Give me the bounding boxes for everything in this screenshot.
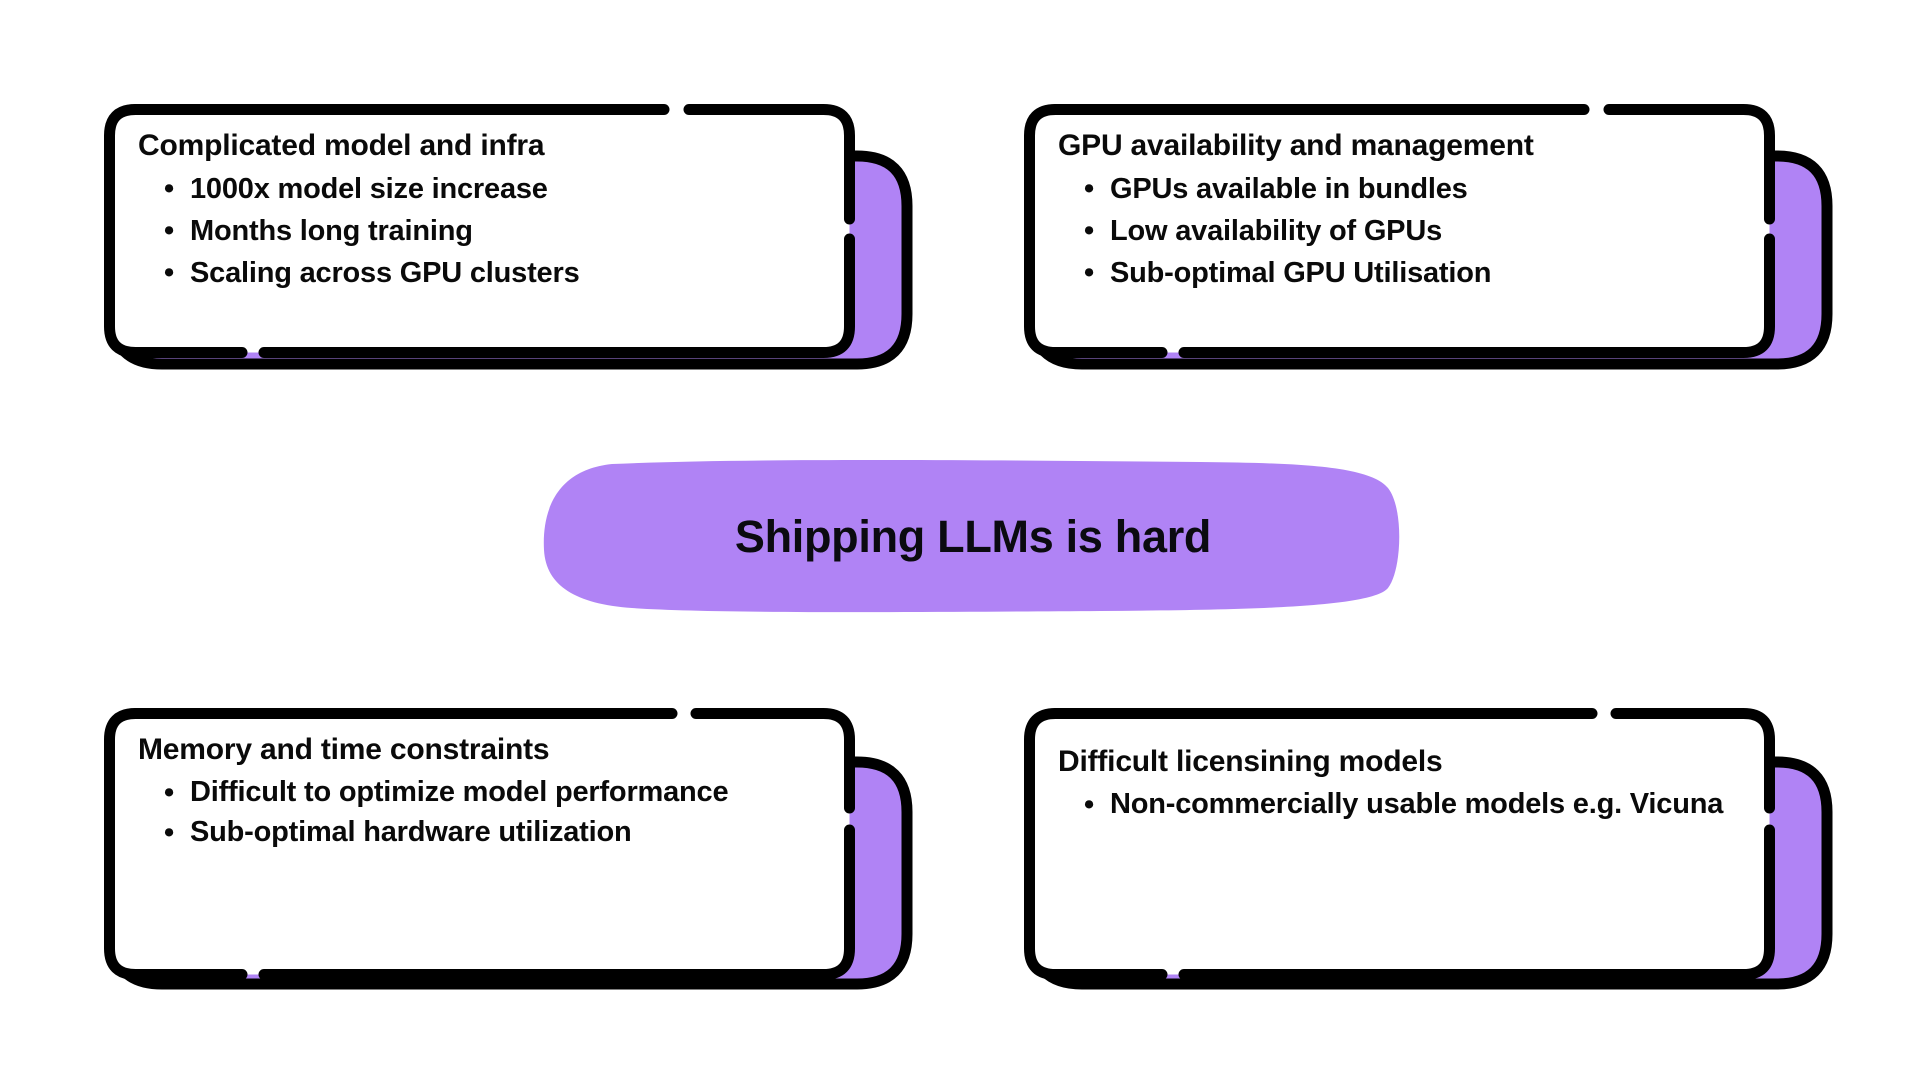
card-content: GPU availability and management • GPUs av… (1024, 104, 1769, 352)
bullet-icon: • (164, 215, 174, 248)
list-item-label: Months long training (190, 215, 473, 248)
card-frame-graphic (1024, 708, 1833, 990)
card-frame-graphic (104, 708, 913, 990)
bullet-icon: • (1084, 257, 1094, 290)
list-item: • Non-commercially usable models e.g. Vic… (1058, 785, 1739, 824)
list-item: • Difficult to optimize model performance (138, 773, 819, 812)
bullet-icon: • (164, 257, 174, 290)
card-stroke-left (1024, 708, 1168, 980)
list-item: • 1000x model size increase (138, 169, 819, 209)
card-title: GPU availability and management (1058, 129, 1534, 162)
list-item-label: Low availability of GPUs (1110, 215, 1442, 248)
banner-blob-shape (543, 460, 1400, 613)
card-bullet-list: • Difficult to optimize model performance… (138, 773, 819, 852)
bullet-icon: • (1084, 215, 1094, 248)
card-difficult-licensining-models[interactable]: Difficult licensining models • Non-commer… (1024, 708, 1844, 990)
card-face (1029, 109, 1770, 353)
list-item: • Sub-optimal hardware utilization (138, 813, 819, 852)
card-frame-graphic (104, 104, 913, 370)
card-gpu-availability-and-management[interactable]: GPU availability and management • GPUs av… (1024, 104, 1844, 370)
list-item: • Sub-optimal GPU Utilisation (1058, 253, 1739, 293)
card-bullet-list: • GPUs available in bundles • Low availabi… (1058, 169, 1739, 295)
list-item: • Months long training (138, 211, 819, 251)
card-face (109, 713, 850, 975)
bullet-icon: • (164, 173, 174, 206)
card-complicated-model-and-infra[interactable]: Complicated model and infra • 1000x model… (104, 104, 924, 370)
card-frame-graphic (1024, 104, 1833, 370)
card-face (109, 109, 850, 353)
card-memory-and-time-constraints[interactable]: Memory and time constraints • Difficult t… (104, 708, 924, 990)
list-item-label: GPUs available in bundles (1110, 173, 1468, 206)
card-bullet-list: • 1000x model size increase • Months long … (138, 169, 819, 295)
card-content: Difficult licensining models • Non-commer… (1024, 708, 1769, 974)
card-stroke-top-b (1603, 104, 1775, 225)
banner-fill (543, 460, 1400, 613)
card-stroke-top-b (683, 104, 855, 225)
card-stroke-left (1024, 104, 1168, 358)
list-item-label: Sub-optimal GPU Utilisation (1110, 257, 1492, 290)
card-stroke-top-b (1610, 708, 1775, 814)
card-stroke-right (258, 233, 855, 358)
center-banner[interactable]: Shipping LLMs is hard (540, 458, 1406, 616)
list-item-label: Sub-optimal hardware utilization (190, 815, 632, 848)
card-title: Memory and time constraints (138, 733, 550, 766)
list-item: • Scaling across GPU clusters (138, 253, 819, 293)
bullet-icon: • (1084, 789, 1094, 822)
card-title: Difficult licensining models (1058, 745, 1443, 778)
card-stroke-right (258, 824, 855, 980)
list-item-label: Non-commercially usable models e.g. Vicu… (1110, 788, 1724, 821)
card-content: Complicated model and infra • 1000x model… (104, 104, 849, 352)
card-stroke-right (1178, 824, 1775, 980)
list-item-label: Scaling across GPU clusters (190, 257, 580, 290)
list-item-label: Difficult to optimize model performance (190, 776, 729, 809)
card-stroke-right (1178, 233, 1775, 358)
banner-label: Shipping LLMs is hard (734, 511, 1212, 562)
bullet-icon: • (164, 777, 174, 810)
list-item: • Low availability of GPUs (1058, 211, 1739, 251)
card-face (1029, 713, 1770, 975)
card-title: Complicated model and infra (138, 129, 545, 162)
list-item: • GPUs available in bundles (1058, 169, 1739, 209)
card-content: Memory and time constraints • Difficult t… (104, 708, 849, 974)
list-item-label: 1000x model size increase (190, 173, 548, 206)
card-bullet-list: • Non-commercially usable models e.g. Vic… (1058, 785, 1739, 826)
card-stroke-top-b (690, 708, 855, 814)
bullet-icon: • (164, 816, 174, 849)
card-stroke-left (104, 104, 248, 358)
bullet-icon: • (1084, 173, 1094, 206)
card-stroke-left (104, 708, 248, 980)
